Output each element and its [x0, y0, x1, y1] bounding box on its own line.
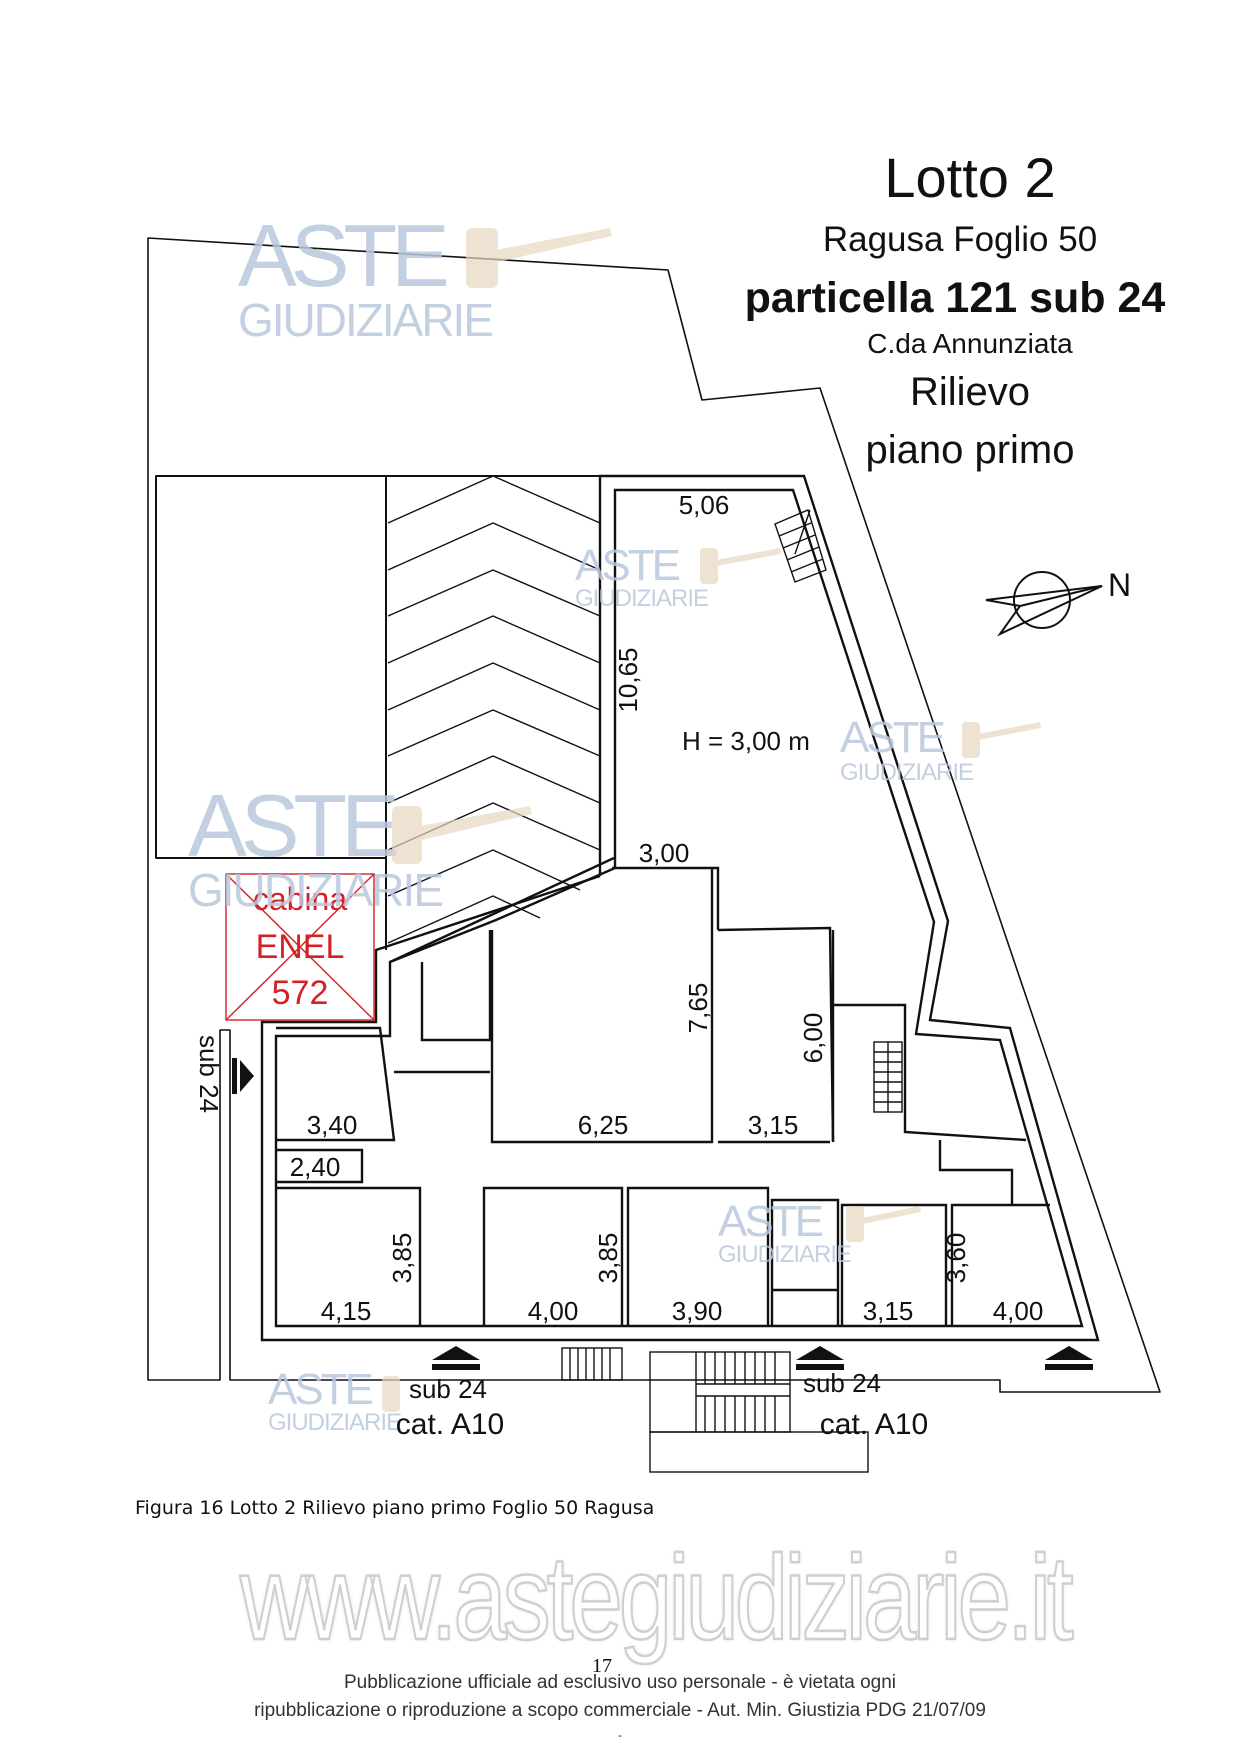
entrance-sub-label-2: sub 24: [803, 1368, 881, 1398]
north-arrow-icon: N: [985, 567, 1131, 637]
lot-boundary: [147, 237, 1161, 1393]
dimensions: 5,06 10,65 H = 3,00 m 3,00 7,65 6,25 6,0…: [290, 490, 1044, 1326]
dim-nw-width: 3,40: [307, 1110, 358, 1140]
dim-east-depth: 6,00: [798, 1013, 828, 1064]
svg-text:GIUDIZIARIE: GIUDIZIARIE: [268, 1409, 401, 1436]
page-number: 17: [592, 1655, 612, 1677]
dim-terrace-width: 5,06: [679, 490, 730, 520]
compass-label: N: [1108, 567, 1131, 603]
side-sub-label: sub 24: [194, 1035, 224, 1113]
dim-s4-width: 3,15: [863, 1296, 914, 1326]
site-watermark: www.astegiudiziarie.it: [239, 1530, 1075, 1666]
footer-line-1: Pubblicazione ufficiale ad esclusivo uso…: [343, 1672, 897, 1693]
building-walls: [260, 474, 1100, 1342]
entrance-sub-label-1: sub 24: [409, 1374, 487, 1404]
svg-text:ASTE: ASTE: [188, 776, 396, 875]
entrance-arrow-icon: [432, 1346, 480, 1360]
contrada-label: C.da Annunziata: [867, 328, 1073, 359]
dim-east-width: 3,15: [748, 1110, 799, 1140]
dim-terrace-depth: 10,65: [613, 647, 643, 712]
height-note: H = 3,00 m: [682, 726, 810, 756]
svg-text:ASTE: ASTE: [575, 541, 680, 590]
svg-text:GIUDIZIARIE: GIUDIZIARIE: [188, 864, 442, 916]
dim-central-width: 6,25: [578, 1110, 629, 1140]
figure-caption: Figura 16 Lotto 2 Rilievo piano primo Fo…: [135, 1497, 655, 1519]
footer-line-3: -: [618, 1728, 622, 1742]
dim-s5-width: 4,00: [993, 1296, 1044, 1326]
entrance-arrow-icon: [240, 1060, 254, 1092]
svg-text:ASTE: ASTE: [718, 1197, 823, 1246]
enel-label-1: cabina: [253, 881, 348, 917]
enel-label-2: ENEL: [256, 928, 345, 966]
entrance-arrow-icon: [1045, 1346, 1093, 1360]
svg-text:ASTE: ASTE: [238, 206, 446, 305]
svg-text:GIUDIZIARIE: GIUDIZIARIE: [840, 759, 973, 786]
dim-s2-width: 4,00: [528, 1296, 579, 1326]
dim-s5-depth: 3,60: [941, 1233, 971, 1284]
dim-s1-width: 4,15: [321, 1296, 372, 1326]
svg-text:GIUDIZIARIE: GIUDIZIARIE: [718, 1241, 851, 1268]
svg-text:GIUDIZIARIE: GIUDIZIARIE: [238, 294, 492, 346]
survey-label: Rilievo: [909, 370, 1031, 414]
svg-text:GIUDIZIARIE: GIUDIZIARIE: [575, 585, 708, 612]
dim-s2-depth: 3,85: [593, 1233, 623, 1284]
floor-label: piano primo: [865, 428, 1075, 472]
floor-plan: cabina ENEL 572 ASTE GIUDIZIARIE ASTE GI…: [147, 206, 1161, 1473]
entrance-arrow-icon: [796, 1346, 844, 1360]
dim-terrace-return: 3,00: [639, 838, 690, 868]
watermarks: ASTE GIUDIZIARIE ASTE GIUDIZIARIE ASTE G…: [188, 206, 1041, 1436]
footer-line-2: ripubblicazione o riproduzione a scopo c…: [254, 1700, 986, 1721]
dim-s1-depth: 3,85: [387, 1233, 417, 1284]
enel-cabin: cabina ENEL 572: [225, 873, 375, 1021]
entrance-markers: [232, 1058, 1093, 1370]
svg-text:ASTE: ASTE: [268, 1365, 373, 1414]
dim-wc-width: 2,40: [290, 1152, 341, 1182]
entrance-cat-label-2: cat. A10: [820, 1408, 928, 1441]
entrance-cat-label-1: cat. A10: [396, 1408, 504, 1441]
dim-central-depth: 7,65: [683, 983, 713, 1034]
stairs: [561, 509, 903, 1473]
enel-label-3: 572: [272, 974, 329, 1012]
svg-text:ASTE: ASTE: [840, 713, 945, 762]
location-subtitle: Ragusa Foglio 50: [822, 220, 1098, 259]
lotto-title: Lotto 2: [884, 146, 1056, 209]
dim-s3-width: 3,90: [672, 1296, 723, 1326]
particella-title: particella 121 sub 24: [744, 274, 1166, 322]
